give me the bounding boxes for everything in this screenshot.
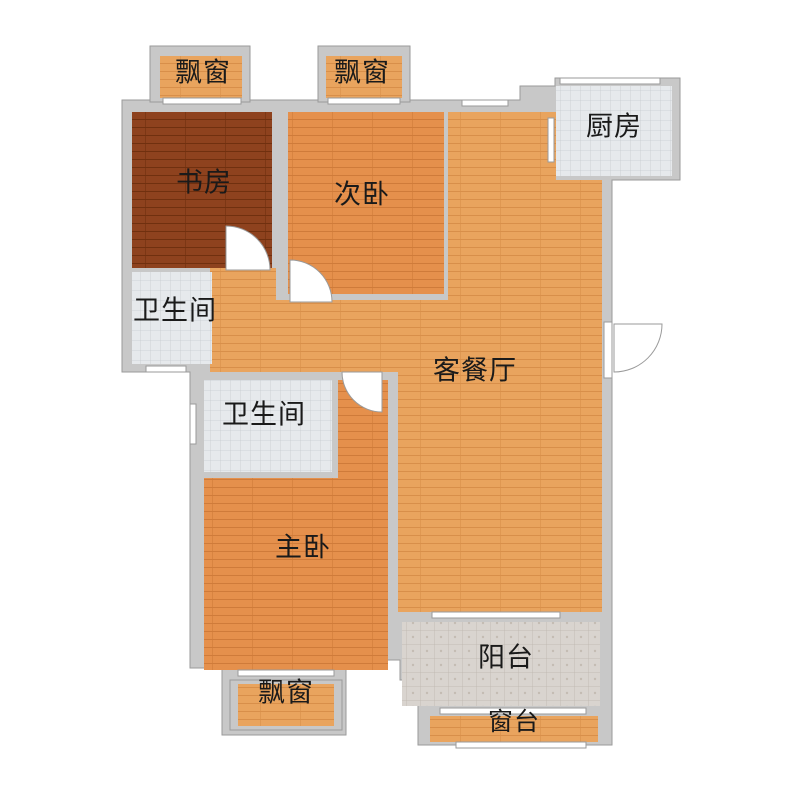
corridor-floor — [210, 268, 276, 318]
bay-window-top-left — [160, 56, 242, 105]
bay-window-top-right — [326, 56, 402, 105]
bay-window-bottom — [229, 669, 343, 731]
balcony-label: 阳台 — [478, 642, 534, 674]
bay-window-label-3: 飘窗 — [258, 677, 314, 709]
window-sill-label: 窗台 — [487, 707, 541, 736]
bathroom-1-floor — [132, 272, 212, 364]
doors — [225, 225, 663, 413]
living-dining-label: 客餐厅 — [433, 355, 517, 387]
kitchen-label: 厨房 — [586, 111, 642, 143]
second-bedroom-label: 次卧 — [334, 179, 390, 211]
master-bedroom-label: 主卧 — [275, 532, 331, 564]
kitchen-floor — [556, 86, 672, 176]
bay-window-label-2: 飘窗 — [334, 57, 390, 89]
living-dining-floor — [210, 112, 602, 612]
bathroom-2-floor — [204, 380, 332, 472]
bay-window-label-1: 飘窗 — [175, 57, 231, 89]
second-bedroom-floor — [288, 112, 444, 294]
balcony-floor — [402, 622, 600, 706]
study-label: 书房 — [176, 167, 232, 199]
bathroom-2-label: 卫生间 — [222, 399, 306, 431]
window-sill-floor — [430, 716, 598, 742]
bathroom-1-label: 卫生间 — [133, 295, 217, 327]
master-bedroom-floor — [204, 478, 388, 670]
